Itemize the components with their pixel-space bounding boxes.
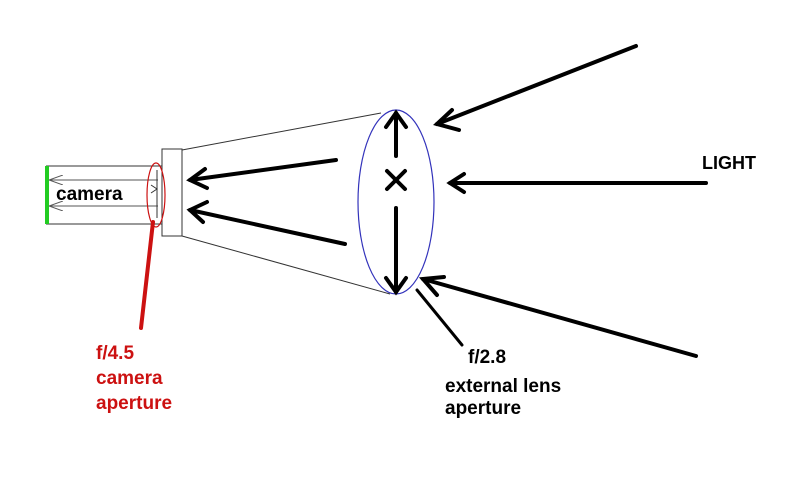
lens-f-number: f/2.8: [468, 347, 507, 368]
camera-lens-mount: [161, 148, 183, 237]
light-rays: [186, 44, 708, 358]
lens-aperture-label-line2: aperture: [445, 398, 522, 419]
light-label: LIGHT: [702, 153, 756, 173]
camera-aperture-label-line2: aperture: [96, 393, 173, 414]
camera-aperture-ellipse: [146, 162, 166, 228]
lens-aperture-pointer: [415, 288, 464, 347]
lens-aperture-label-line1: external lens: [445, 376, 562, 397]
camera-body: [45, 165, 162, 225]
camera-f-number: f/4.5: [96, 343, 135, 364]
camera-label: camera: [56, 184, 123, 205]
camera-aperture-mark: [150, 170, 158, 218]
camera-aperture-label-line1: camera: [96, 368, 163, 389]
cone-line-top: [181, 112, 382, 151]
camera-aperture-pointer: [139, 220, 155, 330]
cone-line-bottom: [181, 235, 391, 295]
